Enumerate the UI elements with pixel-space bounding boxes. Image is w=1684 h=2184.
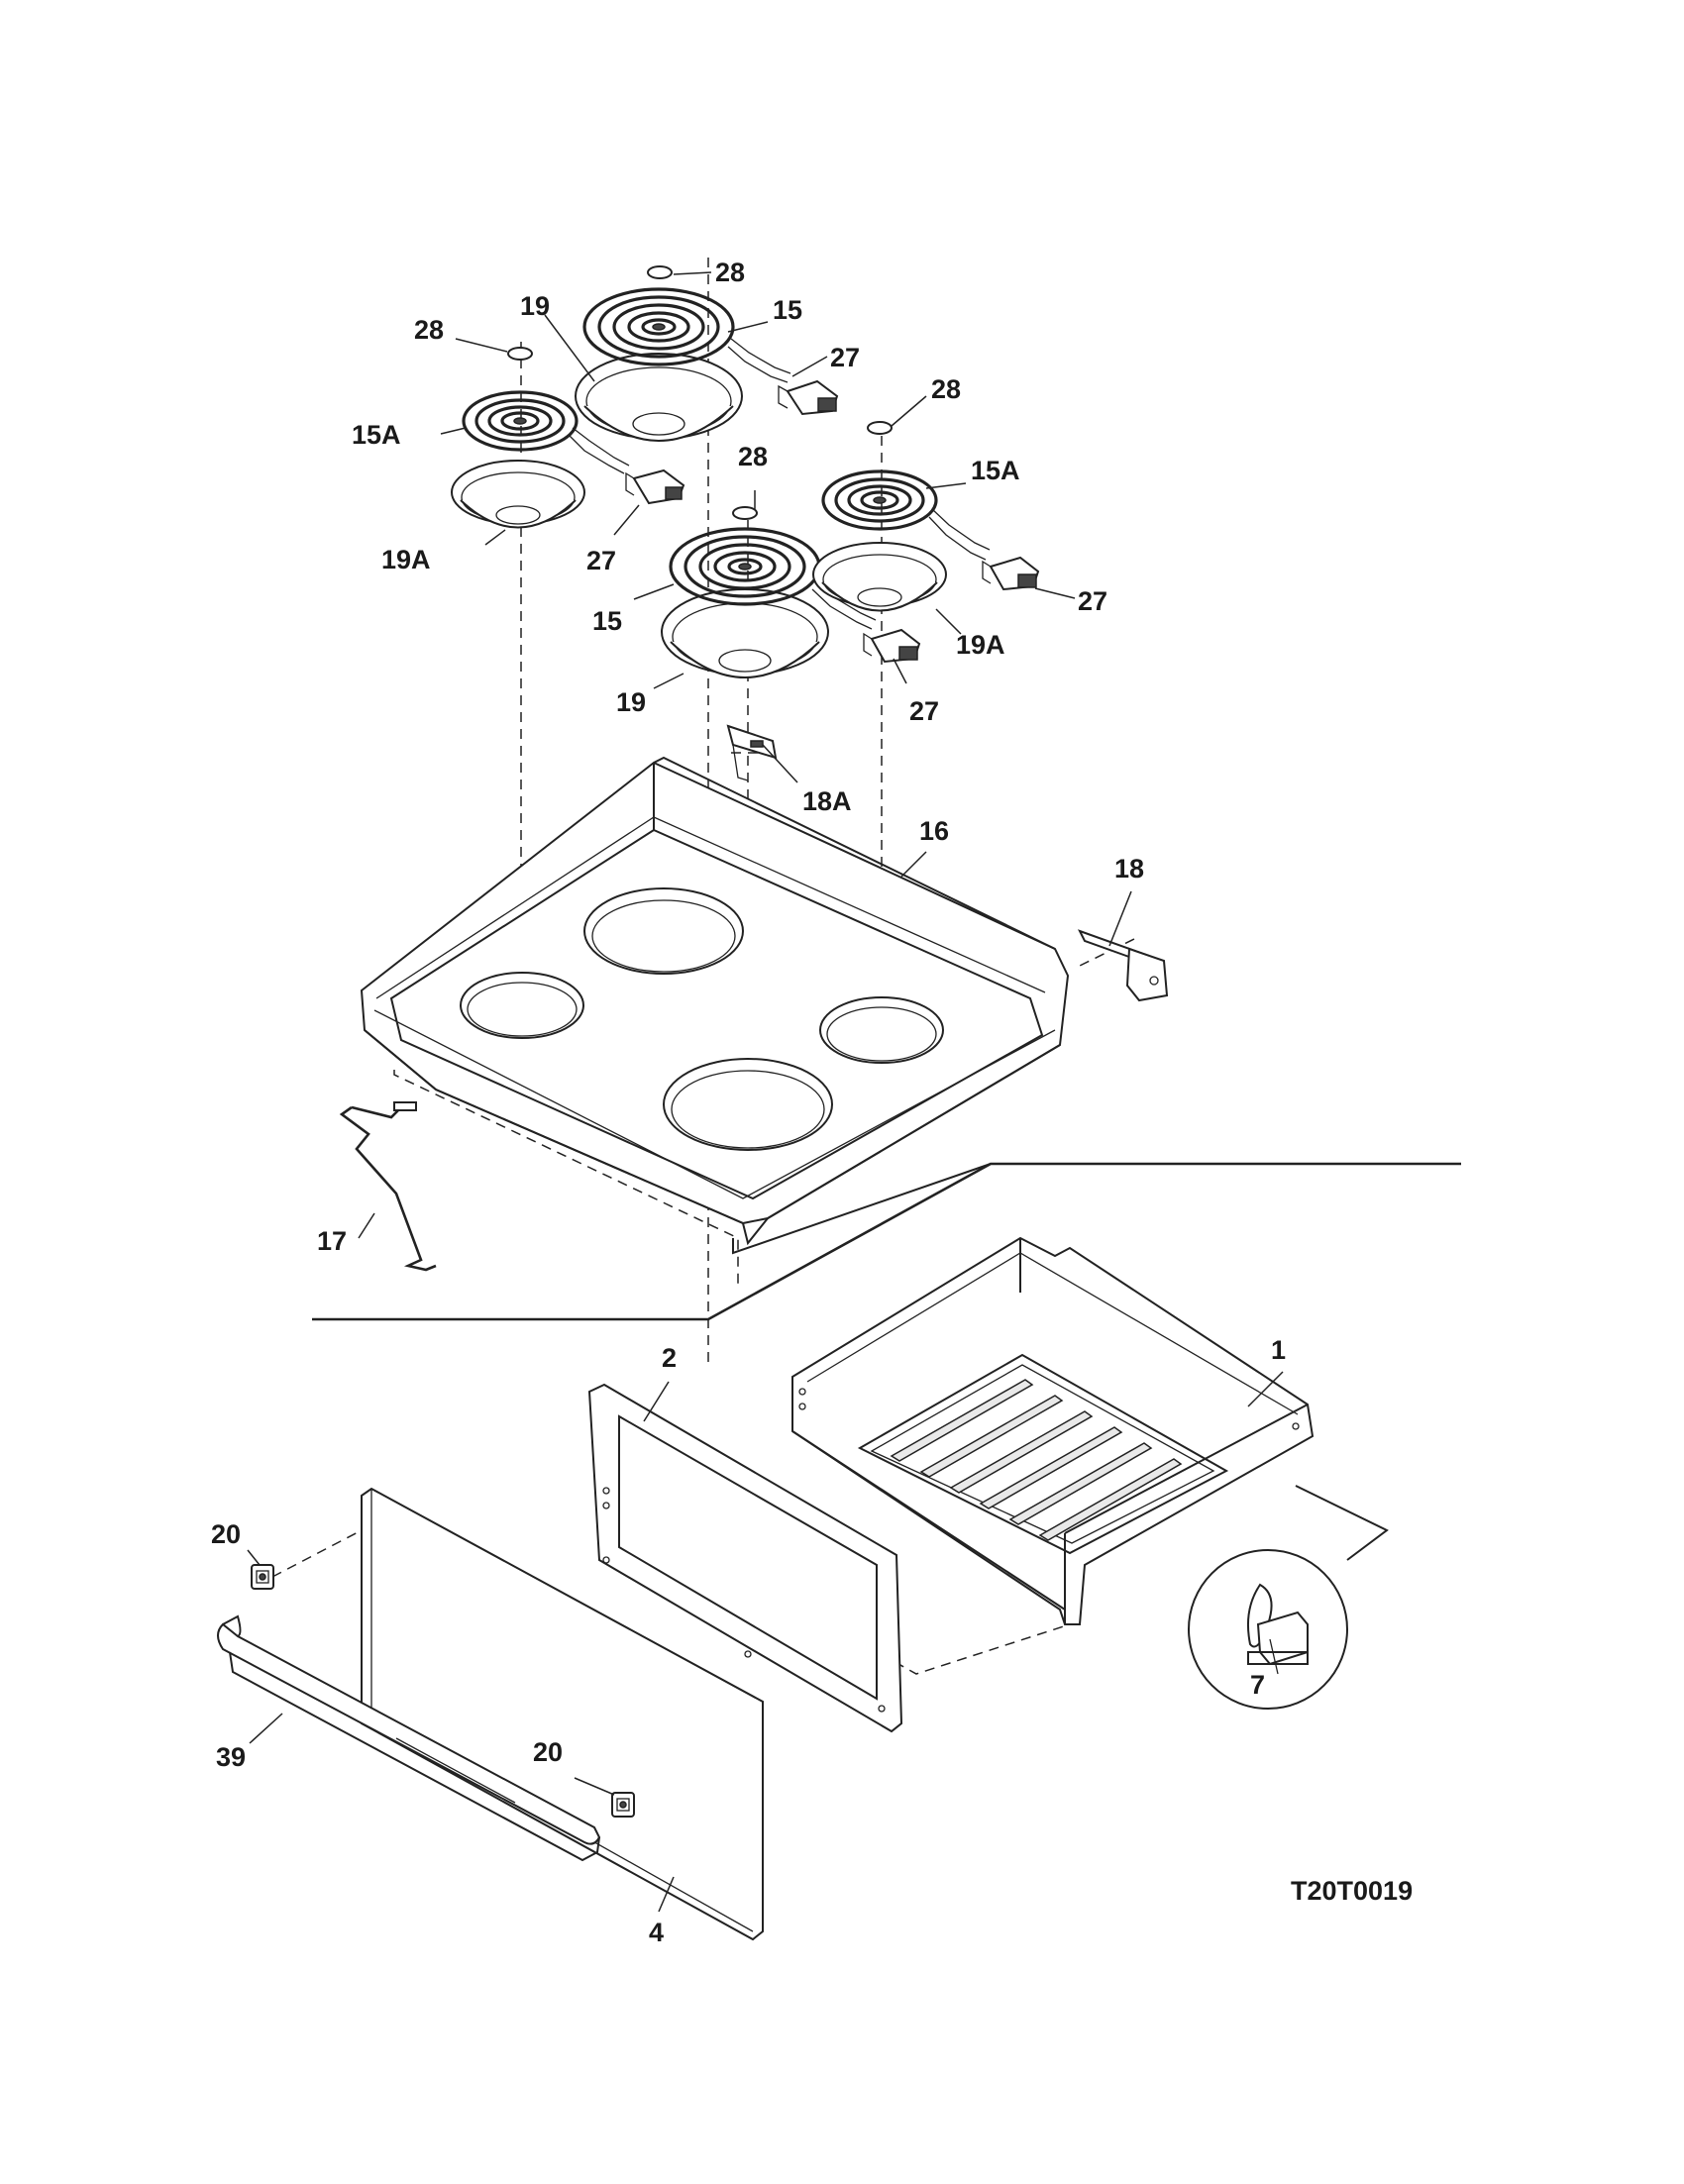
divider-link <box>732 1163 992 1255</box>
element-right-front <box>669 506 877 630</box>
leader-lines <box>247 271 1284 1913</box>
callout-7: 7 <box>1250 1670 1265 1700</box>
detail-link <box>1295 1485 1389 1561</box>
callout-27: 27 <box>830 343 860 372</box>
receptacle-left-front <box>778 379 839 416</box>
bracket-18 <box>1077 929 1169 1002</box>
callout-39: 39 <box>216 1742 246 1772</box>
receptacle-left <box>625 468 685 505</box>
drawing-id: T20T0019 <box>1291 1876 1413 1906</box>
callout-28: 28 <box>414 315 444 345</box>
section-divider <box>312 1162 1461 1321</box>
callout-18: 18 <box>1114 854 1144 884</box>
callout-1: 1 <box>1271 1335 1286 1365</box>
callout-28: 28 <box>931 374 961 404</box>
drip-bowl-left-front <box>575 353 743 442</box>
callout-4: 4 <box>649 1918 664 1947</box>
callout-19a: 19A <box>381 545 431 574</box>
bracket-18a <box>726 724 778 781</box>
callout-17: 17 <box>317 1226 347 1256</box>
callout-18a: 18A <box>802 786 852 816</box>
callout-27: 27 <box>909 696 939 726</box>
callout-labels: 28 19 15 28 27 28 15A 28 15A 19A 27 27 1… <box>211 258 1413 1947</box>
end-cap-lower <box>611 1792 635 1818</box>
callout-15: 15 <box>773 295 802 325</box>
wire-clip-17 <box>339 1101 437 1272</box>
callout-20: 20 <box>211 1519 241 1549</box>
end-cap-upper <box>251 1564 274 1590</box>
callout-28: 28 <box>738 442 768 471</box>
element-left-front <box>582 265 791 383</box>
callout-16: 16 <box>919 816 949 846</box>
callout-19: 19 <box>520 291 550 321</box>
callout-19a: 19A <box>956 630 1005 660</box>
callout-20: 20 <box>533 1737 563 1767</box>
callout-28: 28 <box>715 258 745 287</box>
drip-bowl-right-rear <box>812 542 947 612</box>
callout-15a: 15A <box>971 456 1020 485</box>
callout-15: 15 <box>592 606 622 636</box>
receptacle-right-rear <box>982 556 1040 591</box>
element-right-rear <box>821 421 991 561</box>
cooktop <box>360 756 1070 1246</box>
drawer-handle <box>217 1614 601 1862</box>
receptacle-right-front <box>863 628 921 664</box>
detail-circle-roller <box>1188 1549 1348 1710</box>
callout-27: 27 <box>586 546 616 575</box>
drip-bowl-left-rear <box>451 460 585 529</box>
element-left-rear <box>462 347 630 474</box>
callout-2: 2 <box>662 1343 677 1373</box>
drip-bowl-right-front <box>661 588 829 678</box>
callout-19: 19 <box>616 687 646 717</box>
callout-15a: 15A <box>352 420 401 450</box>
drawer-frame <box>587 1383 903 1733</box>
drawer-box <box>791 1236 1315 1625</box>
callout-27: 27 <box>1078 586 1107 616</box>
